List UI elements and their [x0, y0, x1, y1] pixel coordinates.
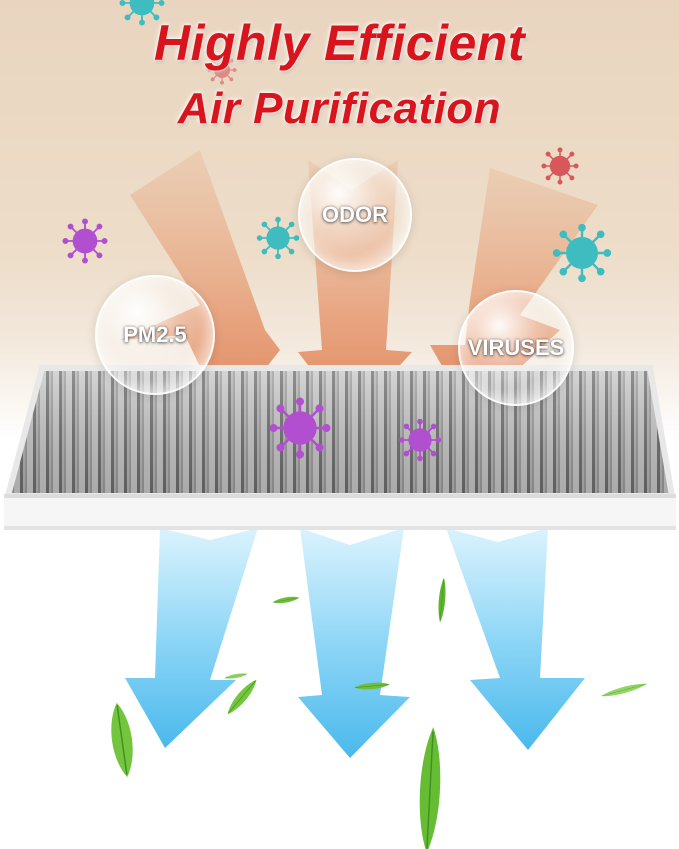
- pm25-bubble: PM2.5: [95, 275, 215, 395]
- leaf-icon: [223, 671, 249, 681]
- arrow-down-icon: [298, 528, 410, 758]
- arrow-down-icon: [125, 528, 258, 748]
- viruses-bubble: VIRUSES: [458, 290, 574, 406]
- arrow-down-icon: [120, 150, 280, 420]
- outgoing-arrows: [125, 528, 585, 758]
- arrow-down-icon: [446, 528, 585, 750]
- air-filter-icon: [4, 365, 676, 530]
- virus-icon: [268, 396, 332, 460]
- virus-icon: [61, 217, 109, 265]
- leaf-icon: [415, 724, 445, 849]
- virus-icon: [256, 216, 300, 260]
- virus-icon: [552, 223, 612, 283]
- odor-bubble: ODOR: [298, 158, 412, 272]
- leaf-icon: [436, 576, 448, 624]
- odor-label: ODOR: [322, 202, 388, 227]
- leaf-icon: [271, 594, 301, 606]
- leaf-icon: [105, 700, 139, 780]
- virus-icon: [398, 418, 442, 462]
- leaf-icon: [599, 680, 649, 700]
- headline-line-2: Air Purification: [177, 84, 502, 133]
- virus-icon: [541, 147, 579, 185]
- headline-line-1: Highly Efficient: [153, 15, 525, 71]
- pm25-label: PM2.5: [123, 322, 187, 347]
- viruses-label: VIRUSES: [467, 335, 565, 360]
